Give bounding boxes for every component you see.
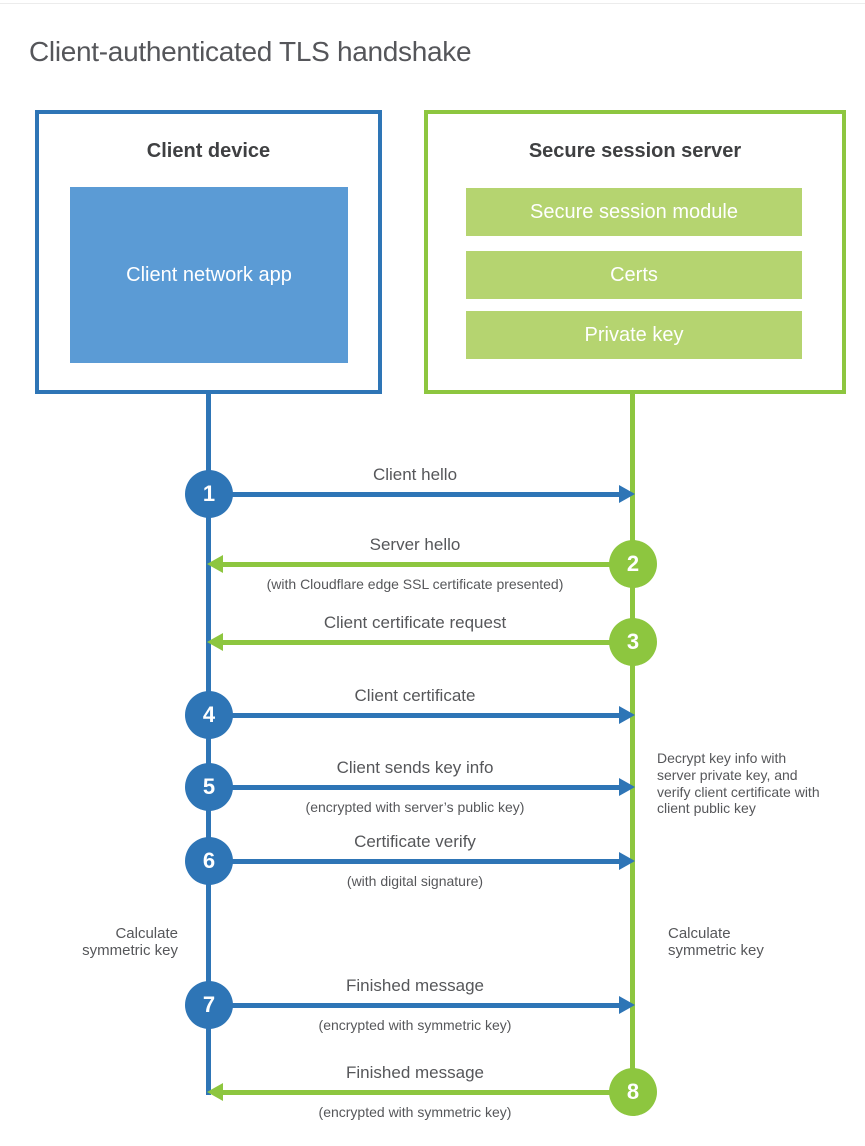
- client-network-app-box: Client network app: [70, 187, 348, 363]
- step-label: Client certificate: [354, 686, 476, 705]
- client-device-box: Client device Client network app: [35, 110, 382, 394]
- server-decrypt-note: Decrypt key info with server private key…: [657, 750, 820, 817]
- server-lifeline: [630, 392, 635, 1094]
- step-number-badge: 8: [609, 1068, 657, 1116]
- client-calculate-symmetric-key-note: Calculate symmetric key: [82, 925, 178, 960]
- step-number-badge: 4: [185, 691, 233, 739]
- arrowhead-icon: [619, 485, 635, 503]
- step-number-badge: 1: [185, 470, 233, 518]
- step-number-badge: 3: [609, 618, 657, 666]
- step-sublabel: (with digital signature): [346, 873, 484, 889]
- server-module-private-key: Private key: [466, 311, 802, 359]
- top-divider: [0, 3, 865, 4]
- step-number-badge: 2: [609, 540, 657, 588]
- client-network-app-label: Client network app: [126, 263, 292, 286]
- server-calculate-symmetric-key-note: Calculate symmetric key: [668, 925, 764, 960]
- arrowhead-icon: [619, 778, 635, 796]
- page-title: Client-authenticated TLS handshake: [29, 35, 472, 67]
- arrowhead-icon: [207, 633, 223, 651]
- secure-session-server-title: Secure session server: [528, 140, 742, 162]
- step-number-badge: 6: [185, 837, 233, 885]
- step-sublabel: (with Cloudflare edge SSL certificate pr…: [266, 576, 564, 592]
- client-device-title: Client device: [146, 140, 271, 162]
- arrowhead-icon: [619, 996, 635, 1014]
- server-module-certs: Certs: [466, 251, 802, 299]
- step-label: Finished message: [346, 1063, 484, 1082]
- arrowhead-icon: [619, 852, 635, 870]
- secure-session-server-box: Secure session server Secure session mod…: [424, 110, 846, 394]
- arrowhead-icon: [207, 1083, 223, 1101]
- step-label: Certificate verify: [354, 832, 476, 851]
- step-label: Client certificate request: [323, 613, 507, 632]
- server-module-secure-session: Secure session module: [466, 188, 802, 236]
- arrowhead-icon: [619, 706, 635, 724]
- step-number-badge: 5: [185, 763, 233, 811]
- step-sublabel: (encrypted with symmetric key): [318, 1017, 512, 1033]
- step-label: Finished message: [346, 976, 484, 995]
- arrowhead-icon: [207, 555, 223, 573]
- client-lifeline: [206, 392, 211, 1095]
- step-sublabel: (encrypted with symmetric key): [318, 1104, 512, 1120]
- step-label: Client sends key info: [336, 758, 494, 777]
- step-number-badge: 7: [185, 981, 233, 1029]
- step-sublabel: (encrypted with server’s public key): [305, 799, 525, 815]
- step-label: Server hello: [369, 535, 461, 554]
- step-label: Client hello: [372, 465, 458, 484]
